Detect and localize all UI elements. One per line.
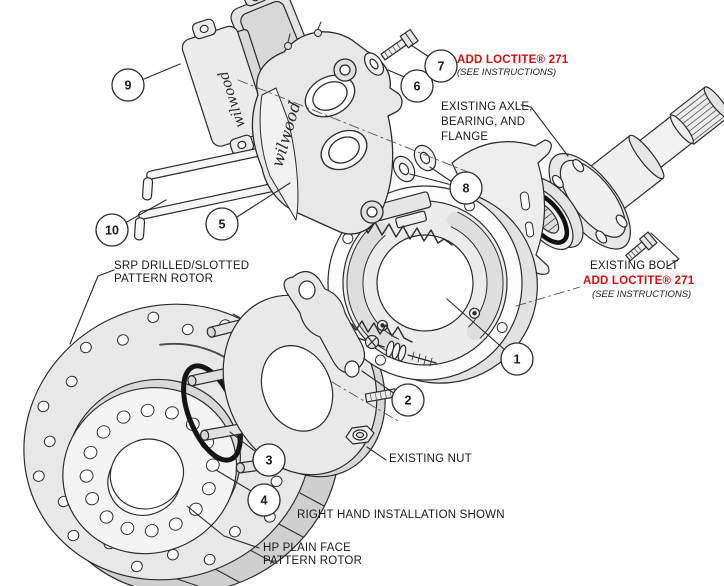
- label-existing-nut: EXISTING NUT: [389, 453, 472, 465]
- retainer-bracket-slots: [519, 191, 535, 238]
- svg-text:2: 2: [405, 394, 412, 408]
- label-hp-rotor-2: PATTERN ROTOR: [263, 555, 363, 567]
- bolt-washer: [363, 52, 385, 76]
- existing-bolt: [625, 231, 658, 262]
- hat-center-hole: [109, 438, 185, 510]
- brake-caliper: wilwood: [251, 21, 403, 235]
- label-add-loctite-top: ADD LOCTITE® 271: [457, 54, 569, 66]
- svg-text:10: 10: [105, 224, 119, 238]
- bleed-screws: [284, 21, 322, 50]
- callout-4: 4: [247, 483, 281, 517]
- label-hp-rotor-1: HP PLAIN FACE: [263, 542, 352, 554]
- svg-text:5: 5: [219, 218, 226, 232]
- callout-9: 9: [111, 68, 145, 102]
- svg-text:1: 1: [514, 353, 521, 367]
- callout-balloons: 1 2 3 4 5 6 7 8 9 10: [95, 49, 534, 517]
- shim-washers: [392, 144, 437, 183]
- callout-1: 1: [500, 342, 534, 376]
- callout-8: 8: [449, 171, 483, 205]
- label-existing-bolt: EXISTING BOLT: [590, 260, 679, 272]
- callout-2: 2: [391, 383, 425, 417]
- svg-text:4: 4: [261, 494, 268, 508]
- leader-lines: [69, 44, 680, 549]
- label-srp-rotor-2: PATTERN ROTOR: [114, 273, 214, 285]
- hub-center-hole: [260, 345, 334, 432]
- svg-text:7: 7: [438, 60, 445, 74]
- callout-7: 7: [424, 49, 458, 83]
- parking-brake-assembly: [327, 185, 538, 384]
- callout-3: 3: [252, 443, 286, 477]
- centerlines: [237, 79, 581, 422]
- label-srp-rotor-1: SRP DRILLED/SLOTTED: [114, 260, 250, 272]
- svg-text:6: 6: [414, 80, 421, 94]
- hat-lug-holes: [79, 403, 220, 538]
- caliper-mounting-ears: [333, 58, 384, 224]
- label-existing-bolt-sub: (SEE INSTRUCTIONS): [592, 289, 692, 300]
- pad-clips: [133, 138, 312, 241]
- label-existing-axle-2: BEARING, AND: [441, 116, 526, 128]
- label-existing-axle-1: EXISTING AXLE,: [441, 101, 533, 113]
- existing-nut: [345, 425, 375, 445]
- mount-bolt: [380, 28, 419, 61]
- label-add-loctite-top-sub: (SEE INSTRUCTIONS): [457, 67, 557, 78]
- svg-text:8: 8: [463, 182, 470, 196]
- label-existing-bolt-loctite: ADD LOCTITE® 271: [583, 275, 695, 287]
- svg-text:3: 3: [266, 454, 273, 468]
- label-existing-axle-3: FLANGE: [441, 131, 489, 143]
- callout-10: 10: [95, 213, 129, 247]
- caliper-bracket: [283, 270, 366, 378]
- svg-text:9: 9: [125, 79, 132, 93]
- axle-splines: [673, 91, 724, 142]
- callout-5: 5: [205, 207, 239, 241]
- hold-down-pins: [376, 307, 481, 332]
- caliper-piston-bores: [304, 74, 368, 171]
- label-installation-note: RIGHT HAND INSTALLATION SHOWN: [297, 509, 505, 521]
- adjuster-screw: [357, 334, 437, 367]
- callout-6: 6: [400, 69, 434, 103]
